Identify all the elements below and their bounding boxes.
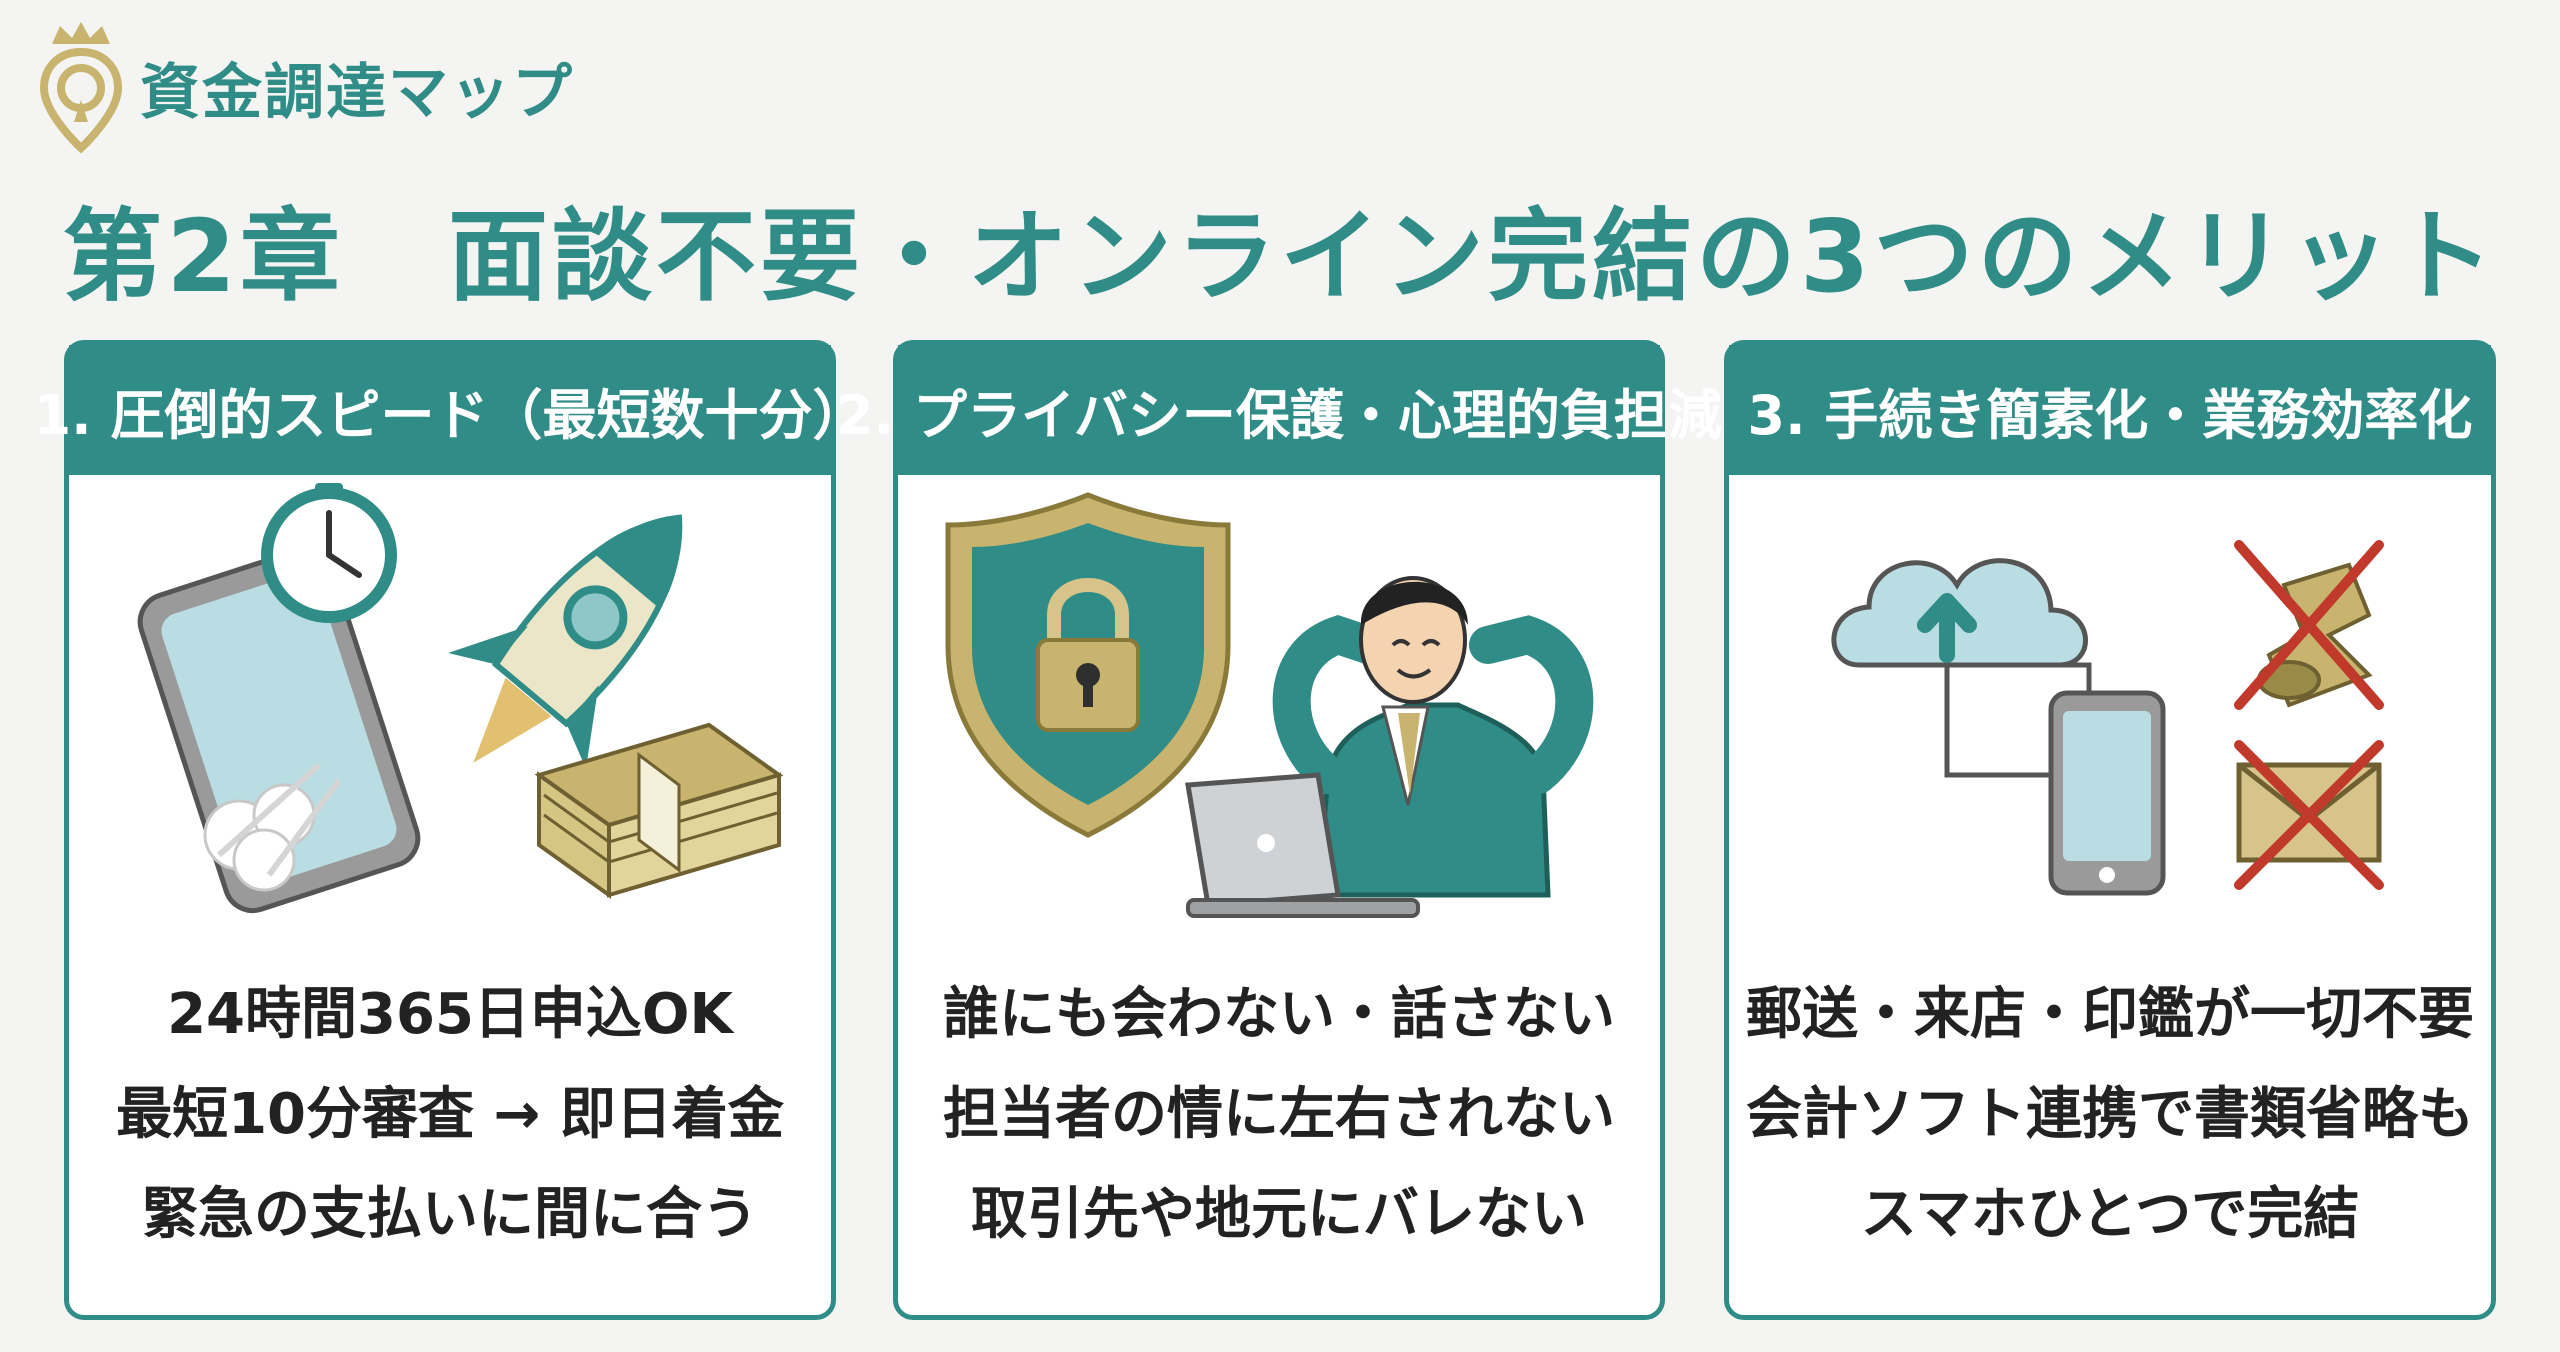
merit-card-efficiency: 3. 手続き簡素化・業務効率化 郵送・来店・印鑑が一切不要 会計ソフト連携で書類… xyxy=(1724,340,2496,1320)
merit-card-speed: 1. 圧倒的スピード（最短数十分） xyxy=(34,340,866,1320)
card-line: スマホひとつで完結 xyxy=(1860,1182,2360,1247)
shield-lock-icon xyxy=(945,492,1231,838)
no-mail-icon xyxy=(2234,740,2384,890)
card-header: 1. 圧倒的スピード（最短数十分） xyxy=(34,345,866,475)
card-line: 郵送・来店・印鑑が一切不要 xyxy=(1746,982,2474,1047)
crown-pin-logo xyxy=(39,22,123,154)
card-text: 郵送・来店・印鑑が一切不要 会計ソフト連携で書類省略も スマホひとつで完結 xyxy=(1729,965,2491,1265)
card-line: 担当者の情に左右されない xyxy=(943,1082,1615,1147)
smartphone-icon xyxy=(2048,690,2166,896)
rocket-icon xyxy=(448,514,683,769)
cloud-upload-icon xyxy=(1831,558,2092,778)
no-stamp-icon xyxy=(2234,540,2384,710)
card-header: 3. 手続き簡素化・業務効率化 xyxy=(1729,345,2491,475)
card-line: 緊急の支払いに間に合う xyxy=(142,1182,758,1247)
relaxed-businessman-icon xyxy=(1272,576,1594,898)
speed-illustration xyxy=(137,483,784,914)
money-stack-icon xyxy=(534,722,784,899)
card-header: 2. プライバシー保護・心理的負担減 xyxy=(836,345,1722,475)
merit-card-privacy: 2. プライバシー保護・心理的負担減 誰にも会わ xyxy=(836,340,1722,1320)
laptop-icon xyxy=(1185,772,1420,918)
efficiency-illustration xyxy=(1831,540,2384,896)
card-line: 会計ソフト連携で書類省略も xyxy=(1746,1082,2474,1147)
card-text: 誰にも会わない・話さない 担当者の情に左右されない 取引先や地元にバレない xyxy=(898,965,1660,1265)
card-text: 24時間365日申込OK 最短10分審査 → 即日着金 緊急の支払いに間に合う xyxy=(69,965,831,1265)
page-title: 第2章 面談不要・オンライン完結の3つのメリット xyxy=(62,198,2498,315)
clock-icon xyxy=(261,483,397,623)
card-line: 24時間365日申込OK xyxy=(167,982,733,1047)
card-line: 取引先や地元にバレない xyxy=(971,1182,1587,1247)
privacy-illustration xyxy=(945,492,1594,918)
card-line: 最短10分審査 → 即日着金 xyxy=(116,1082,784,1147)
card-line: 誰にも会わない・話さない xyxy=(943,982,1615,1047)
brand: 資金調達マップ xyxy=(38,22,574,154)
brand-name: 資金調達マップ xyxy=(140,57,574,128)
